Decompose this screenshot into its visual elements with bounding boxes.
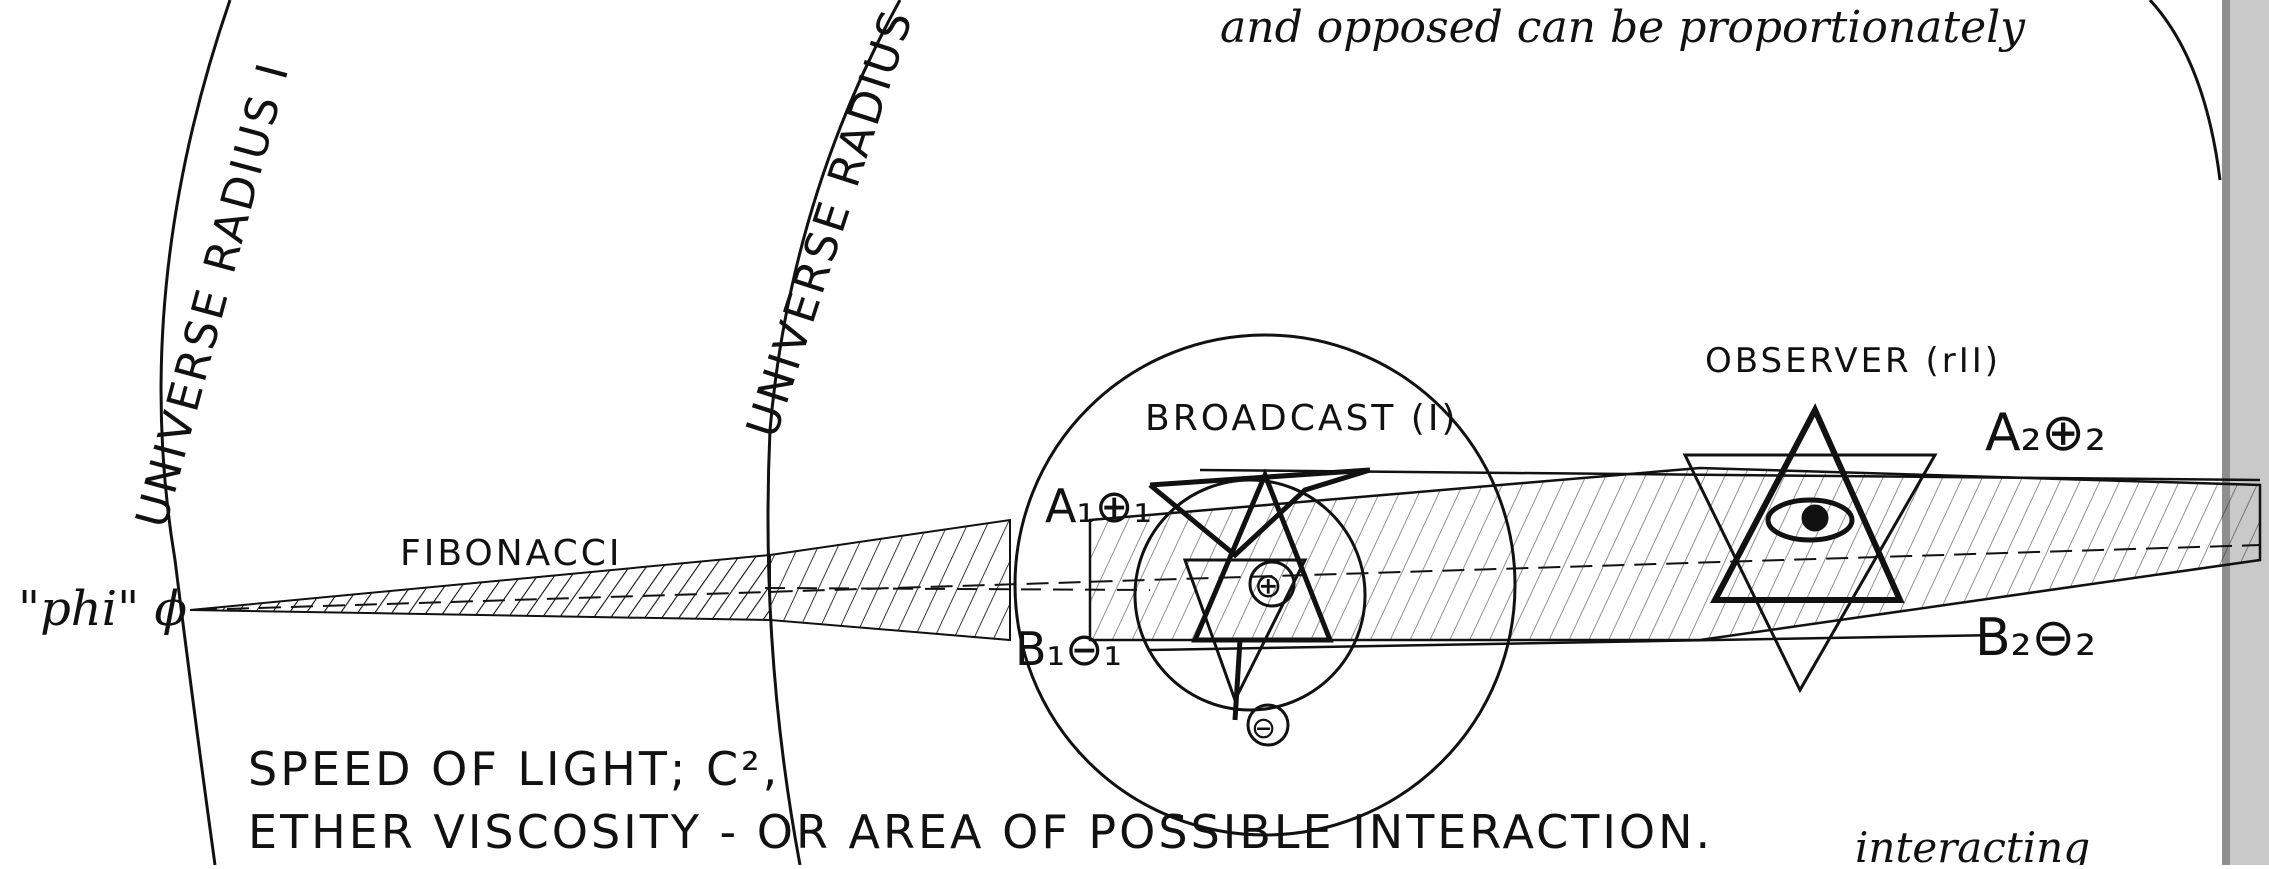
universe-radius-two-label: UNIVERSE RADIUS II <box>737 0 939 443</box>
plus-center-symbol: ⊕ <box>1254 566 1283 606</box>
minus-bottom-symbol: ⊖ <box>1251 711 1276 746</box>
a2-label: A₂⊕₂ <box>1985 403 2106 463</box>
bottom-handwritten-note: interacting <box>1855 823 2090 865</box>
observer-label: OBSERVER (rII) <box>1705 341 2001 381</box>
inner-wedge <box>770 520 1010 640</box>
broadcast-label: BROADCAST (I) <box>1145 398 1459 439</box>
universe-radius-two-arc-right <box>2150 0 2220 180</box>
phi-label: "phi" ϕ <box>18 581 187 637</box>
top-handwritten-note: and opposed can be proportionately <box>1220 2 2026 53</box>
caption-line-two: ETHER VISCOSITY - OR AREA OF POSSIBLE IN… <box>248 805 1713 859</box>
page-edge-line <box>2222 0 2230 865</box>
b2-label: B₂⊖₂ <box>1975 608 2096 668</box>
caption-line-one: SPEED OF LIGHT; C², <box>248 742 780 796</box>
a1-label: A₁⊕₁ <box>1045 479 1152 533</box>
universe-radius-one-label: UNIVERSE RADIUS I <box>126 56 300 533</box>
fibonacci-label: FIBONACCI <box>400 533 623 574</box>
b1-label: B₁⊖₁ <box>1015 622 1122 676</box>
page-edge-shadow <box>2228 0 2269 865</box>
